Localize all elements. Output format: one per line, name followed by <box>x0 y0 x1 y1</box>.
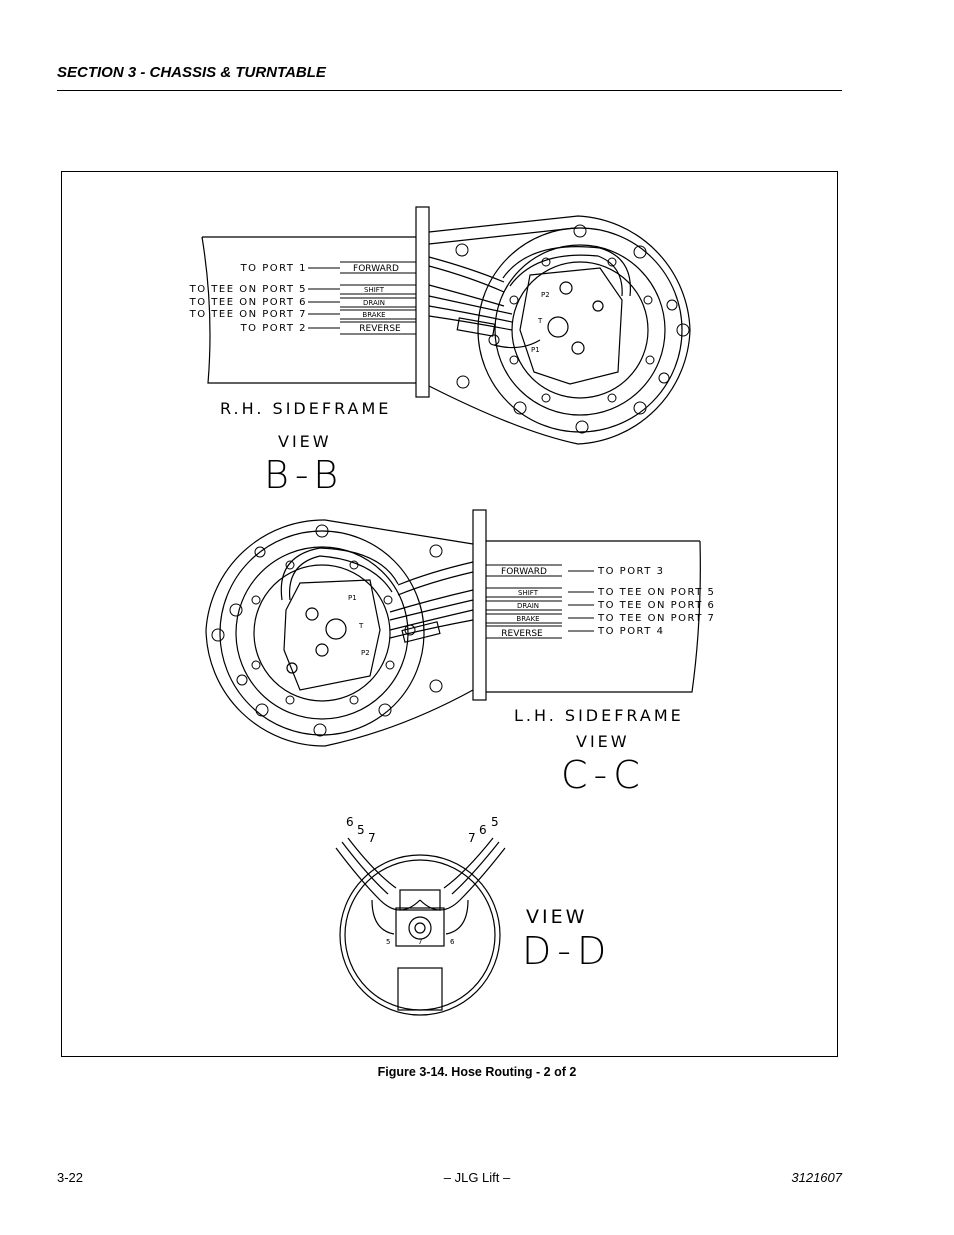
figure-caption: Figure 3-14. Hose Routing - 2 of 2 <box>377 1065 577 1079</box>
document-number: 3121607 <box>791 1170 842 1185</box>
figure-frame <box>61 171 838 1057</box>
header-rule <box>57 90 842 91</box>
view-bb-port-arrows <box>308 261 416 335</box>
section-header: SECTION 3 - CHASSIS & TURNTABLE <box>57 64 326 81</box>
page-number: 3-22 <box>57 1170 84 1185</box>
view-cc-drawing <box>205 509 701 747</box>
view-cc-port-arrows <box>486 564 594 639</box>
view-dd-drawing <box>335 837 506 1016</box>
view-bb-drawing <box>201 206 691 445</box>
footer-brand: – JLG Lift – <box>443 1170 511 1185</box>
